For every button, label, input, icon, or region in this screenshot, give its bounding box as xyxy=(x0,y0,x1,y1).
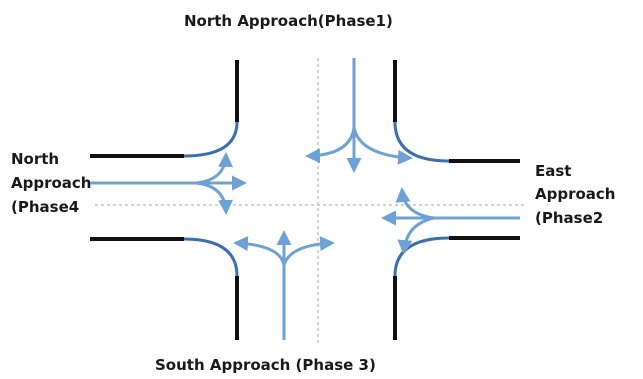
west-right-turn-arrow xyxy=(195,181,234,215)
curb-corner-nw xyxy=(183,121,239,158)
north-left-turn-arrow xyxy=(352,127,413,165)
east-right-turn-arrow xyxy=(395,187,435,220)
curb-corner-ne xyxy=(393,121,450,163)
south-left-turn-arrow xyxy=(233,236,286,266)
curb-corner-sw xyxy=(183,237,239,277)
east-approach-label-line1: East xyxy=(535,162,572,180)
west-left-turn-arrow xyxy=(195,152,234,185)
east-approach-label-line2: Approach xyxy=(535,185,616,203)
west-approach-label-line2: Approach xyxy=(11,174,92,192)
south-approach-label: South Approach (Phase 3) xyxy=(155,356,376,374)
movement-arrows xyxy=(90,58,520,340)
north-approach-label: North Approach(Phase1) xyxy=(184,12,393,30)
east-left-turn-arrow xyxy=(397,216,435,255)
curbs xyxy=(90,60,520,340)
south-right-turn-arrow xyxy=(282,236,335,266)
north-right-turn-arrow xyxy=(305,127,356,164)
east-approach-label-line3: (Phase2 xyxy=(535,209,604,227)
curb-corner-se xyxy=(393,236,450,277)
west-approach-label-line1: North xyxy=(11,150,60,168)
west-approach-label-line3: (Phase4 xyxy=(11,198,80,216)
